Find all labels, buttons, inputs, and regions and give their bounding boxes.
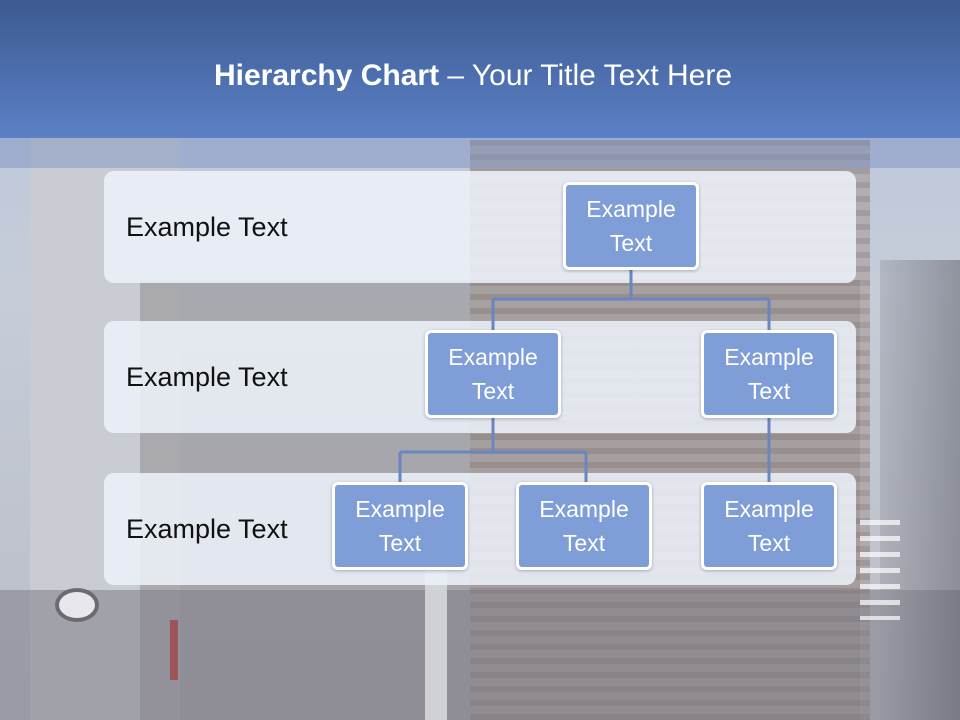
- node-level3-right-text: Example Text: [724, 496, 814, 556]
- level-band-1: Example Text: [104, 171, 856, 283]
- node-level3-middle-text: Example Text: [539, 496, 629, 556]
- node-root-text: Example Text: [586, 196, 676, 256]
- slide-title: Hierarchy Chart – Your Title Text Here: [0, 56, 946, 96]
- title-band: [0, 0, 960, 138]
- title-band-shadow: [0, 138, 960, 168]
- node-level3-middle: Example Text: [516, 482, 652, 570]
- level-label-1: Example Text: [126, 212, 288, 242]
- title-rest: – Your Title Text Here: [439, 59, 733, 92]
- level-label-2: Example Text: [126, 362, 288, 392]
- title-bold: Hierarchy Chart: [213, 59, 440, 92]
- node-level2-right-text: Example Text: [724, 344, 814, 404]
- background-fronds: [880, 260, 960, 720]
- background-pillar: [425, 560, 447, 720]
- background-stripes: [860, 520, 900, 620]
- background-accent: [170, 620, 178, 680]
- node-level3-left: Example Text: [332, 482, 468, 570]
- background-base: [0, 590, 960, 720]
- node-level3-left-text: Example Text: [355, 496, 445, 556]
- node-level2-left-text: Example Text: [448, 344, 538, 404]
- level-label-3: Example Text: [126, 514, 288, 544]
- node-level2-left: Example Text: [425, 330, 561, 418]
- node-level2-right: Example Text: [701, 330, 837, 418]
- node-root: Example Text: [563, 182, 699, 270]
- node-level3-right: Example Text: [701, 482, 837, 570]
- background-lamp: [55, 588, 99, 622]
